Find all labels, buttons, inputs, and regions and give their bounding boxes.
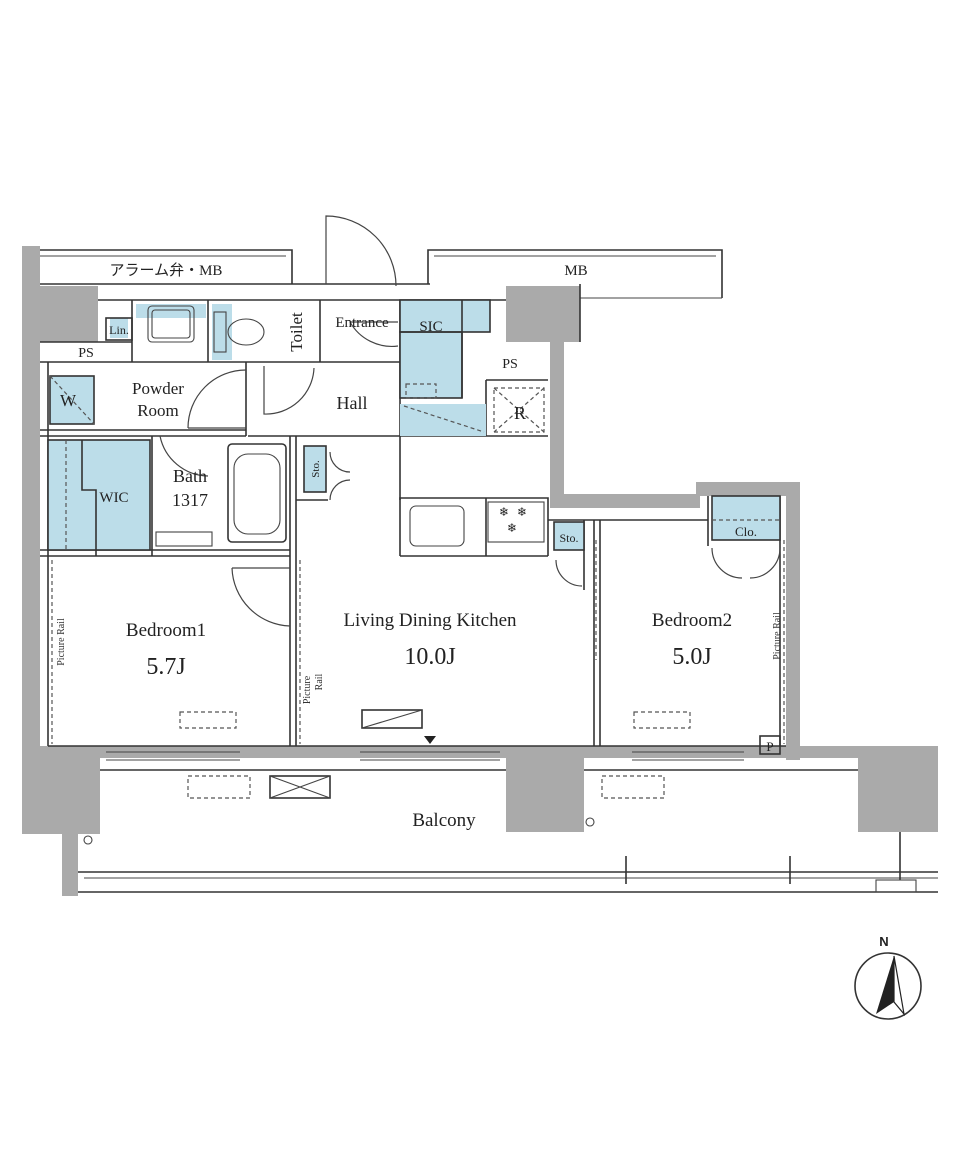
label-powder: Powder xyxy=(132,379,184,398)
label-bath: Bath xyxy=(173,466,207,486)
picture-rails xyxy=(51,540,785,744)
label-entrance: Entrance xyxy=(335,315,389,331)
mb-boxes xyxy=(40,249,723,299)
refrigerator-space xyxy=(493,387,545,433)
label-ps-right: PS xyxy=(502,357,518,372)
label-sic: SIC xyxy=(419,319,442,335)
label-wic: WIC xyxy=(99,490,128,506)
label-bedroom1: Bedroom1 xyxy=(126,620,206,641)
label-picture-rail-ldk-1: Picture xyxy=(302,675,313,704)
fixtures: ❄ ❄ ❄ xyxy=(147,305,545,547)
svg-text:❄: ❄ xyxy=(499,505,509,519)
label-toilet: Toilet xyxy=(287,312,306,352)
label-ldk-size: 10.0J xyxy=(404,644,455,670)
storage-outlines xyxy=(47,299,781,556)
label-bedroom2: Bedroom2 xyxy=(652,610,732,631)
label-washer: W xyxy=(60,391,77,410)
walls xyxy=(22,246,938,896)
label-mb: MB xyxy=(564,263,587,279)
label-ldk: Living Dining Kitchen xyxy=(343,610,517,631)
svg-text:❄: ❄ xyxy=(507,521,517,535)
label-picture-rail-ldk-2: Rail xyxy=(314,673,325,690)
label-alarm-mb: アラーム弁・MB xyxy=(110,262,223,279)
label-sto-ldk: Sto. xyxy=(559,531,578,545)
label-balcony: Balcony xyxy=(412,810,476,831)
balcony xyxy=(78,735,938,893)
label-room: Room xyxy=(137,401,179,420)
label-refrigerator: R xyxy=(514,403,526,423)
label-closet: Clo. xyxy=(735,524,757,539)
label-picture-rail-bedroom1: Picture Rail xyxy=(56,618,67,666)
label-lin: Lin. xyxy=(109,323,129,337)
label-p: P xyxy=(766,739,773,754)
north-arrow-icon: N xyxy=(854,934,922,1020)
label-ps-left: PS xyxy=(78,346,94,361)
interior-walls xyxy=(40,284,786,747)
storage-areas xyxy=(48,300,780,550)
svg-text:❄: ❄ xyxy=(517,505,527,519)
label-bedroom1-size: 5.7J xyxy=(146,654,185,680)
label-sto-hall: Sto. xyxy=(310,460,322,478)
label-north: N xyxy=(879,934,888,949)
label-bedroom2-size: 5.0J xyxy=(672,644,711,670)
label-hall: Hall xyxy=(337,393,368,413)
doors xyxy=(106,215,781,761)
label-bath-size: 1317 xyxy=(172,490,208,510)
label-picture-rail-bedroom2: Picture Rail xyxy=(772,612,783,660)
